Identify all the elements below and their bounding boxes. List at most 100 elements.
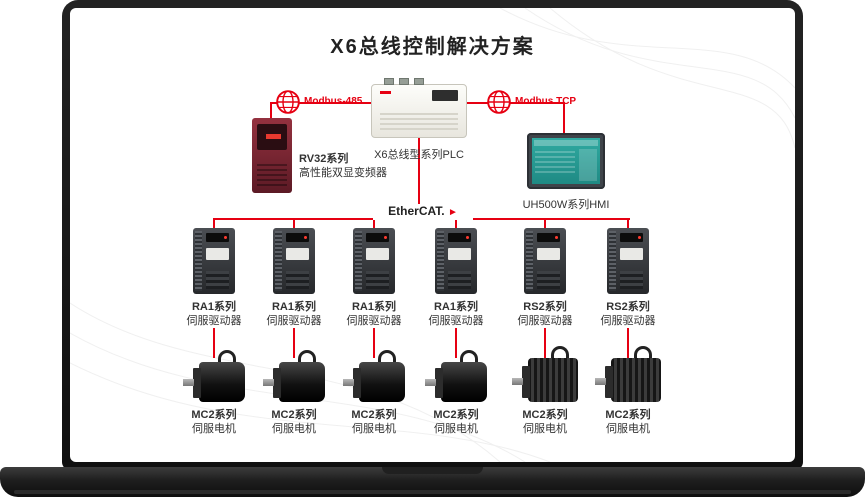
servo-motor-6 xyxy=(595,346,661,406)
drive-type: 伺服驱动器 xyxy=(186,315,242,327)
motor-flange xyxy=(353,368,361,398)
drive-heatsink xyxy=(437,231,444,291)
line-plc-to-hmi xyxy=(467,102,565,104)
motor-series: MC2系列 xyxy=(191,409,237,421)
drive-series: RA1系列 xyxy=(271,301,316,313)
servo-motor-1 xyxy=(183,350,245,406)
motor-label-6: MC2系列伺服电机 xyxy=(588,408,668,436)
drive-connectors xyxy=(620,271,643,289)
plc-terminals xyxy=(380,113,458,130)
motor-type: 伺服电机 xyxy=(192,423,236,435)
drive-series: RA1系列 xyxy=(433,301,478,313)
motor-label-3: MC2系列伺服电机 xyxy=(334,408,414,436)
motor-cable xyxy=(634,346,652,362)
motor-flange xyxy=(273,368,281,398)
bus-drop-6 xyxy=(627,218,629,230)
bus-drop-2 xyxy=(293,218,295,230)
vfd-label: RV32系列 高性能双显变频器 xyxy=(299,152,409,180)
drive-label-2: RA1系列伺服驱动器 xyxy=(254,300,334,328)
vfd-desc: 高性能双显变频器 xyxy=(299,167,387,179)
servo-drive-1 xyxy=(193,228,235,294)
laptop-base-notch xyxy=(382,467,483,474)
motor-type: 伺服电机 xyxy=(352,423,396,435)
laptop-base xyxy=(0,467,865,497)
diagram-title: X6总线控制解决方案 xyxy=(330,36,535,58)
motor-body xyxy=(528,358,578,402)
motor-type: 伺服电机 xyxy=(434,423,478,435)
motor-flange xyxy=(193,368,201,398)
drive-sticker xyxy=(537,248,560,260)
plc-top-ports xyxy=(384,78,424,85)
motor-label-2: MC2系列伺服电机 xyxy=(254,408,334,436)
drive-series: RA1系列 xyxy=(351,301,396,313)
drive-heatsink xyxy=(526,231,533,291)
vfd-series: RV32系列 xyxy=(299,153,349,165)
drive-label-5: RS2系列伺服驱动器 xyxy=(505,300,585,328)
servo-motor-2 xyxy=(263,350,325,406)
motor-cable xyxy=(218,350,236,366)
vfd-display-panel xyxy=(257,124,287,150)
motor-cable xyxy=(378,350,396,366)
drive-connectors xyxy=(448,271,471,289)
motor-series: MC2系列 xyxy=(351,409,397,421)
motor-series: MC2系列 xyxy=(605,409,651,421)
drive-label-6: RS2系列伺服驱动器 xyxy=(588,300,668,328)
line-plc-to-bus xyxy=(418,137,420,220)
drive-label-1: RA1系列伺服驱动器 xyxy=(174,300,254,328)
bus-drop-5 xyxy=(544,218,546,230)
motor-body xyxy=(611,358,661,402)
motor-shaft xyxy=(183,379,194,386)
drive-label-4: RA1系列伺服驱动器 xyxy=(416,300,496,328)
ethercat-label: EtherCAT. ► xyxy=(373,204,473,220)
laptop-display: X6总线控制解决方案 xyxy=(70,8,795,462)
drive-series: RA1系列 xyxy=(191,301,236,313)
servo-drive-4 xyxy=(435,228,477,294)
hmi-screen-topbar xyxy=(534,140,598,146)
hmi-screen-panel xyxy=(579,149,597,181)
drive-heatsink xyxy=(275,231,282,291)
servo-motor-3 xyxy=(343,350,405,406)
plc-label: X6总线型系列PLC xyxy=(374,149,464,161)
vfd-digit-bar xyxy=(266,134,281,139)
drive-heatsink xyxy=(609,231,616,291)
motor-link-5 xyxy=(544,328,546,358)
motor-body xyxy=(199,362,245,402)
motor-shaft xyxy=(343,379,354,386)
motor-cable xyxy=(298,350,316,366)
servo-motor-5 xyxy=(512,346,578,406)
ethercat-arrow-icon: ► xyxy=(447,207,458,218)
drive-type: 伺服驱动器 xyxy=(428,315,484,327)
drive-connectors xyxy=(206,271,229,289)
plc-led xyxy=(380,91,391,94)
hmi-device xyxy=(527,133,605,189)
drive-connectors xyxy=(286,271,309,289)
motor-shaft xyxy=(595,378,606,385)
drive-type: 伺服驱动器 xyxy=(517,315,573,327)
motor-shaft xyxy=(512,378,523,385)
motor-label-1: MC2系列伺服电机 xyxy=(174,408,254,436)
modbus485-label: Modbus-485 xyxy=(304,96,363,107)
motor-series: MC2系列 xyxy=(271,409,317,421)
line-hmi-drop xyxy=(563,102,565,135)
modbus-tcp-label: Modbus TCP xyxy=(515,96,577,107)
servo-drive-2 xyxy=(273,228,315,294)
motor-body xyxy=(359,362,405,402)
hmi-screen-rows xyxy=(535,151,575,173)
motor-link-3 xyxy=(373,328,375,358)
ethercat-text: EtherCAT. xyxy=(388,204,445,218)
motor-type: 伺服电机 xyxy=(523,423,567,435)
bus-drop-3 xyxy=(373,218,375,230)
drive-display xyxy=(206,233,229,242)
drive-display xyxy=(537,233,560,242)
motor-shaft xyxy=(425,379,436,386)
drive-heatsink xyxy=(355,231,362,291)
drive-connectors xyxy=(537,271,560,289)
drive-display xyxy=(448,233,471,242)
motor-body xyxy=(441,362,487,402)
bus-drop-1 xyxy=(213,218,215,230)
motor-type: 伺服电机 xyxy=(606,423,650,435)
modbus-tcp-globe-icon xyxy=(487,90,511,114)
drive-series: RS2系列 xyxy=(523,301,567,313)
drive-sticker xyxy=(448,248,471,260)
